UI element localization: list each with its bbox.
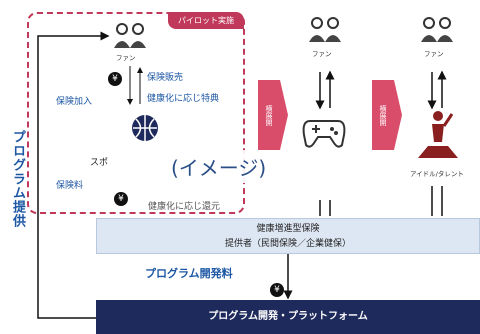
insurance-sales-label: 保険販売: [147, 73, 184, 83]
fan-label-2: ファン: [312, 50, 332, 58]
pilot-tag: パイロット実施: [168, 12, 244, 29]
program-fee-label: プログラム開発料: [145, 267, 233, 280]
return-label: 健康化に応じ還元: [148, 202, 221, 212]
idol-stage-icon: [418, 111, 458, 158]
fan-label-1: ファン: [116, 54, 136, 62]
fan-group-icon-3: [421, 17, 453, 42]
platform-box: プログラム開発・プラットフォーム: [96, 300, 480, 334]
stage-expansion-1: 横展開: [258, 80, 280, 150]
stage-expansion-2: 横展開: [372, 80, 394, 150]
sports-ball-icon: [132, 115, 158, 141]
idol-label: アイドル/タレント: [410, 170, 464, 178]
insurer-subtitle: 提供者（民間保険／企業健保）: [224, 239, 351, 249]
image-overlay-label: (イメージ): [165, 150, 273, 183]
yen-coin-icon: ¥: [108, 72, 122, 86]
stage-arrow-1-icon: [280, 80, 288, 150]
fan-label-3: ファン: [424, 50, 444, 58]
insurer-box: 健康増進型保険 提供者（民間保険／企業健保）: [96, 218, 480, 254]
health-benefit-label: 健康化に応じ特典: [147, 94, 220, 104]
fan-group-icon-2: [309, 17, 341, 42]
yen-coin-icon-3: ¥: [270, 283, 284, 297]
insurance-fee-label: 保険料: [56, 181, 84, 191]
side-label: プログラム提供: [10, 130, 25, 228]
game-controller-icon: [302, 120, 346, 148]
pilot-region: [27, 12, 245, 214]
stage-arrow-2-icon: [394, 80, 402, 150]
fan-group-icon: [114, 23, 146, 48]
sports-label: スポ: [90, 158, 109, 168]
insurer-title: 健康増進型保険: [256, 224, 320, 234]
insurance-join-label: 保険加入: [56, 97, 93, 107]
yen-coin-icon-2: ¥: [114, 192, 128, 206]
